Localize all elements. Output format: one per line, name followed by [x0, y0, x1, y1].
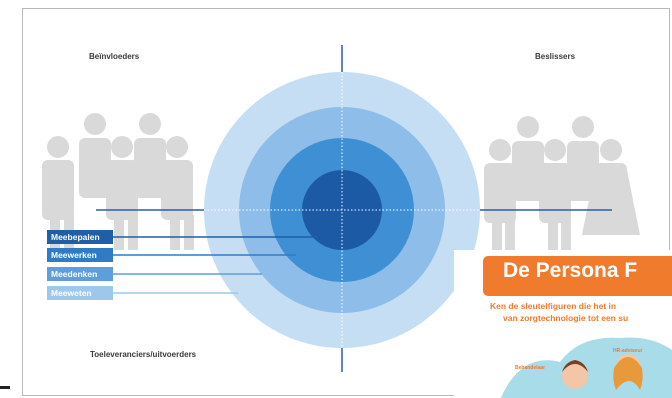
persona-subtitle-line2: van zorgtechnologie tot een su	[503, 313, 629, 323]
right-people-silhouettes	[484, 116, 640, 250]
level-connectors	[113, 236, 318, 294]
persona-title: De Persona F	[503, 259, 638, 282]
persona-subtitle-line1: Ken de sleutelfiguren die het in	[490, 301, 617, 311]
label-beslissers: Beslissers	[535, 52, 576, 61]
role-behandelaar: Behandelaar	[515, 365, 546, 371]
persona-title-banner: De Persona F	[483, 256, 672, 296]
edge-marker	[0, 386, 10, 389]
role-hr-adviseur: HR-adviseur	[613, 348, 643, 354]
label-toeleveranciers: Toeleveranciers/uitvoerders	[90, 350, 197, 359]
axes	[96, 45, 612, 372]
level-meewerken: Meewerken	[47, 248, 113, 262]
level-meebepalen: Meebepalen	[47, 230, 113, 244]
left-people-silhouettes	[42, 113, 194, 250]
level-meedenken: Meedenken	[47, 267, 113, 281]
level-meeweten: Meeweten	[47, 286, 113, 300]
label-beinvloeders: Beïnvloeders	[89, 52, 140, 61]
behandelaar-avatar	[562, 363, 588, 389]
